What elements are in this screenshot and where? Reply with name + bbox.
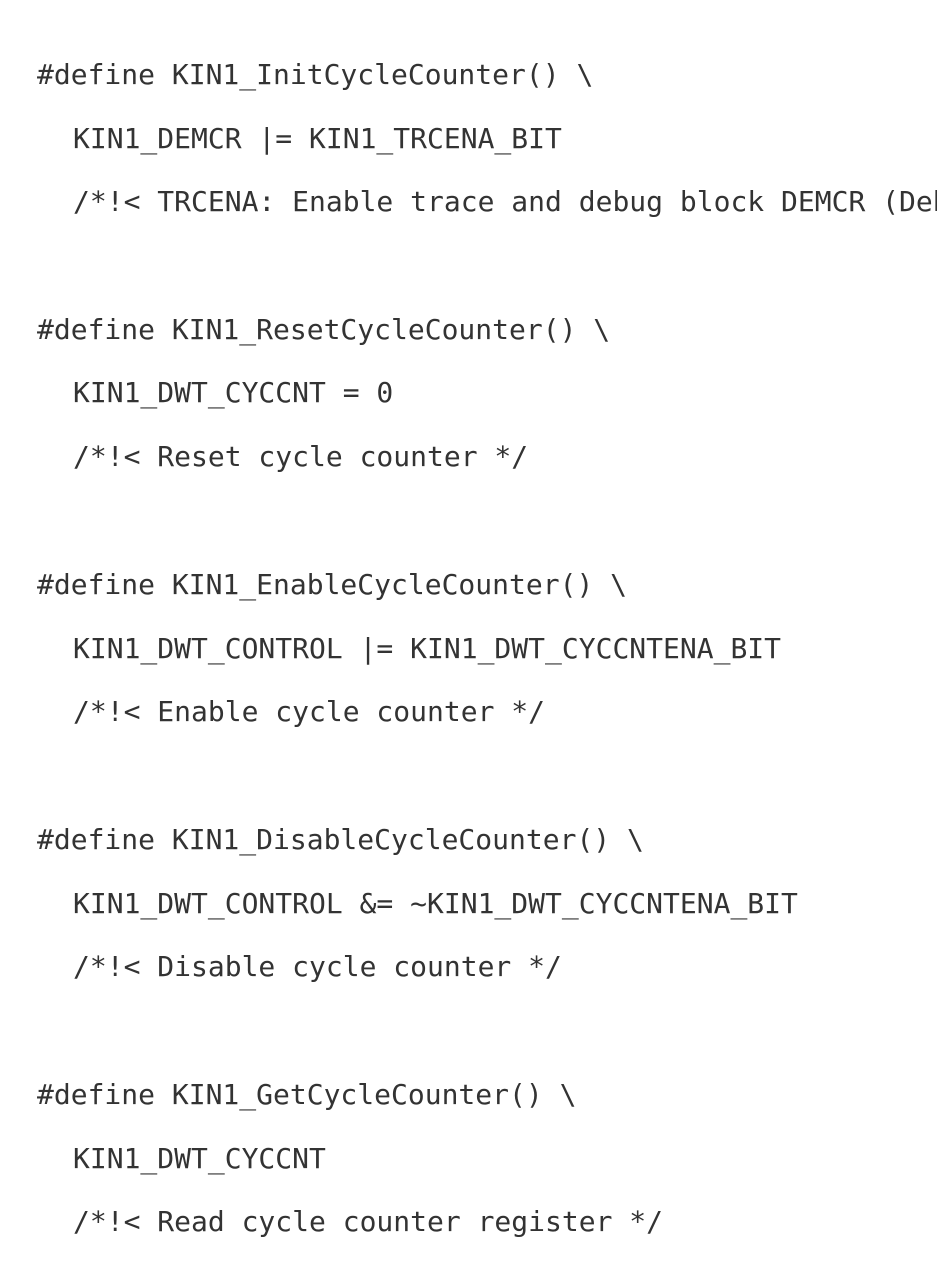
enable-cycle-counter-body: KIN1_DWT_CONTROL |= KIN1_DWT_CYCCNTENA_B…: [73, 632, 782, 665]
reset-cycle-counter-body: KIN1_DWT_CYCCNT = 0: [73, 376, 394, 409]
init-cycle-counter-body: KIN1_DEMCR |= KIN1_TRCENA_BIT: [73, 122, 562, 155]
define-init-cycle-counter: #define KIN1_InitCycleCounter() \: [37, 58, 594, 91]
define-reset-cycle-counter: #define KIN1_ResetCycleCounter() \: [37, 313, 611, 346]
define-enable-cycle-counter: #define KIN1_EnableCycleCounter() \: [37, 568, 628, 601]
init-cycle-counter-comment: /*!< TRCENA: Enable trace and debug bloc…: [73, 185, 937, 218]
define-get-cycle-counter: #define KIN1_GetCycleCounter() \: [37, 1078, 577, 1111]
enable-cycle-counter-comment: /*!< Enable cycle counter */: [73, 695, 546, 728]
get-cycle-counter-body: KIN1_DWT_CYCCNT: [73, 1142, 326, 1175]
define-disable-cycle-counter: #define KIN1_DisableCycleCounter() \: [37, 823, 644, 856]
disable-cycle-counter-comment: /*!< Disable cycle counter */: [73, 950, 562, 983]
get-cycle-counter-comment: /*!< Read cycle counter register */: [73, 1205, 664, 1238]
reset-cycle-counter-comment: /*!< Reset cycle counter */: [73, 440, 529, 473]
disable-cycle-counter-body: KIN1_DWT_CONTROL &= ~KIN1_DWT_CYCCNTENA_…: [73, 887, 798, 920]
